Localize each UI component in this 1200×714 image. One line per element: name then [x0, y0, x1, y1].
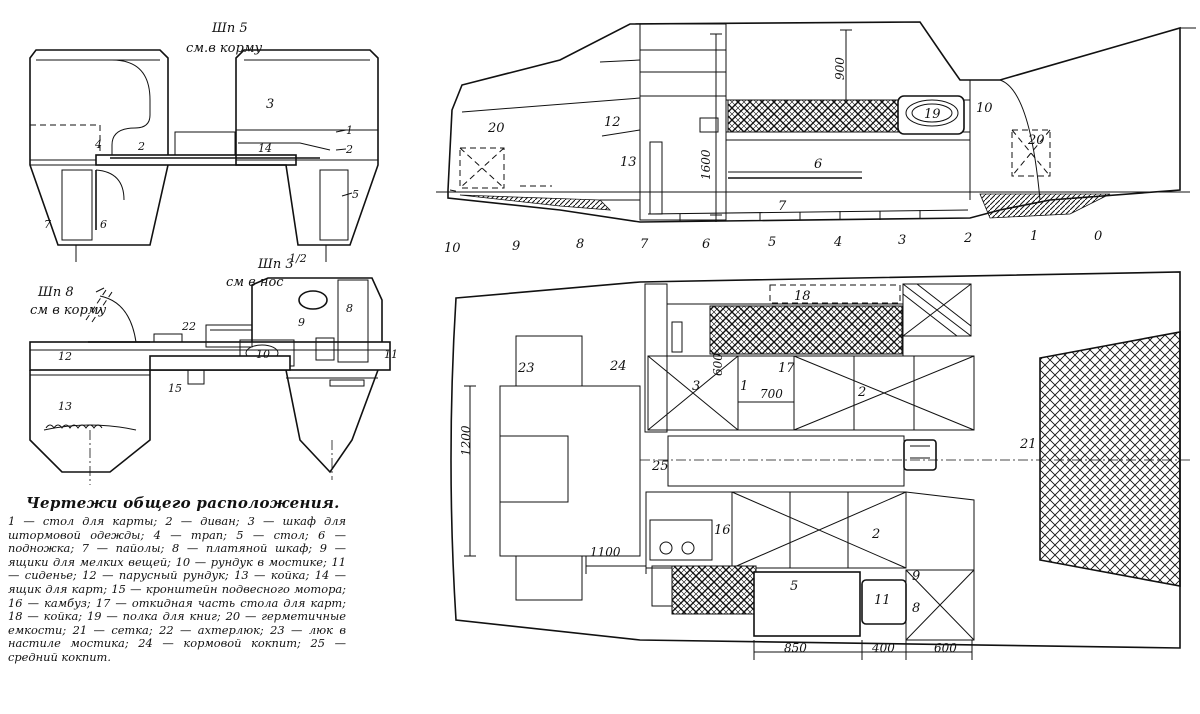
callout-10: 10 — [256, 348, 270, 361]
callout-12: 12 — [58, 350, 72, 363]
callout-2: 2 — [137, 140, 145, 153]
callout-13: 13 — [58, 400, 72, 413]
frame-6: 6 — [702, 237, 710, 252]
frame8-label: Шп 8 — [37, 285, 74, 300]
caption-body: 1 — стол для карты; 2 — диван; 3 — шкаф … — [8, 514, 346, 664]
figure-caption: Чертежи общего расположения. 1 — стол дл… — [8, 494, 346, 665]
callout-8: 8 — [346, 302, 353, 315]
frame-3: 3 — [898, 233, 906, 248]
frame3h-sublabel: см в нос — [226, 275, 284, 290]
callout-1-plan: 1 — [740, 379, 748, 394]
dim-850: 850 — [784, 641, 807, 655]
callout-18: 18 — [794, 289, 811, 304]
callout-25: 25 — [651, 459, 669, 474]
section-frame-3-half: Шп 3 1/2 см в нос Шп 8 см в корму 8 9 10… — [29, 252, 398, 485]
callout-11-plan: 11 — [874, 593, 891, 608]
callout-2-plan-upper: 2 — [857, 385, 866, 400]
callout-20-aft: 20 — [487, 121, 505, 136]
dim-1100: 1100 — [590, 545, 621, 559]
callout-3-plan: 3 — [692, 379, 700, 394]
frame5-label: Шп 5 — [211, 21, 248, 36]
dim-900: 900 — [833, 57, 847, 80]
dim-400: 400 — [871, 641, 895, 655]
frame8-sublabel: см в корму — [30, 303, 107, 318]
callout-7: 7 — [44, 218, 51, 231]
frame-2: 2 — [963, 231, 972, 246]
callout-20-bow: 20 — [1027, 133, 1045, 148]
callout-9: 9 — [298, 316, 305, 329]
side-profile: 900 1600 20 12 13 6 7 19 10 20 10 9 8 7 … — [436, 21, 1196, 256]
callout-11: 11 — [384, 348, 398, 361]
callout-5-plan: 5 — [790, 579, 798, 594]
callout-7-profile: 7 — [778, 199, 787, 214]
callout-24: 24 — [609, 359, 627, 374]
dim-1600: 1600 — [699, 149, 713, 180]
callout-13-profile: 13 — [620, 155, 637, 170]
callout-21: 21 — [1019, 437, 1037, 452]
frame-0: 0 — [1094, 229, 1102, 244]
caption-title: Чертежи общего расположения. — [26, 494, 340, 512]
callout-22: 22 — [181, 320, 196, 333]
callout-1: 1 — [346, 124, 353, 137]
callout-3: 3 — [266, 97, 274, 112]
plan-view: 1200 1100 850 400 600 600 700 3 1 17 2 1… — [450, 271, 1190, 660]
frame-10: 10 — [444, 241, 461, 256]
frame3h-label: Шп 3 — [257, 257, 294, 272]
callout-8-plan: 8 — [912, 601, 920, 616]
callout-2-plan-lower: 2 — [871, 527, 880, 542]
frame-stations: 10 9 8 7 6 5 4 3 2 1 0 — [444, 229, 1102, 256]
frame-1: 1 — [1030, 229, 1038, 244]
callout-17: 17 — [778, 361, 795, 376]
frame-7: 7 — [640, 237, 649, 252]
frame-4: 4 — [833, 235, 842, 250]
callout-6: 6 — [100, 218, 107, 231]
callout-5: 4 — [94, 138, 102, 151]
dim-700: 700 — [760, 387, 783, 401]
callout-2-right: 2 — [345, 143, 353, 156]
callout-19: 19 — [924, 107, 941, 122]
dim-1200: 1200 — [459, 425, 473, 456]
callout-12-profile: 12 — [604, 115, 621, 130]
callout-14: 14 — [258, 142, 272, 155]
dim-600: 600 — [711, 353, 725, 376]
callout-23: 23 — [517, 361, 535, 376]
frame3h-frac: 1/2 — [289, 252, 307, 265]
frame-8: 8 — [576, 237, 584, 252]
dim-600b: 600 — [934, 641, 957, 655]
callout-4: 5 — [352, 188, 359, 201]
callout-10-profile: 10 — [976, 101, 993, 116]
callout-9-plan: 9 — [912, 569, 920, 584]
callout-6-profile: 6 — [814, 157, 822, 172]
section-frame-5: 3 1 2 14 2 4 6 7 5 Шп 5 см.в корму — [29, 21, 379, 262]
callout-16: 16 — [714, 523, 731, 538]
callout-15: 15 — [168, 382, 182, 395]
frame-9: 9 — [512, 239, 520, 254]
frame-5: 5 — [768, 235, 776, 250]
frame5-sublabel: см.в корму — [186, 41, 263, 56]
